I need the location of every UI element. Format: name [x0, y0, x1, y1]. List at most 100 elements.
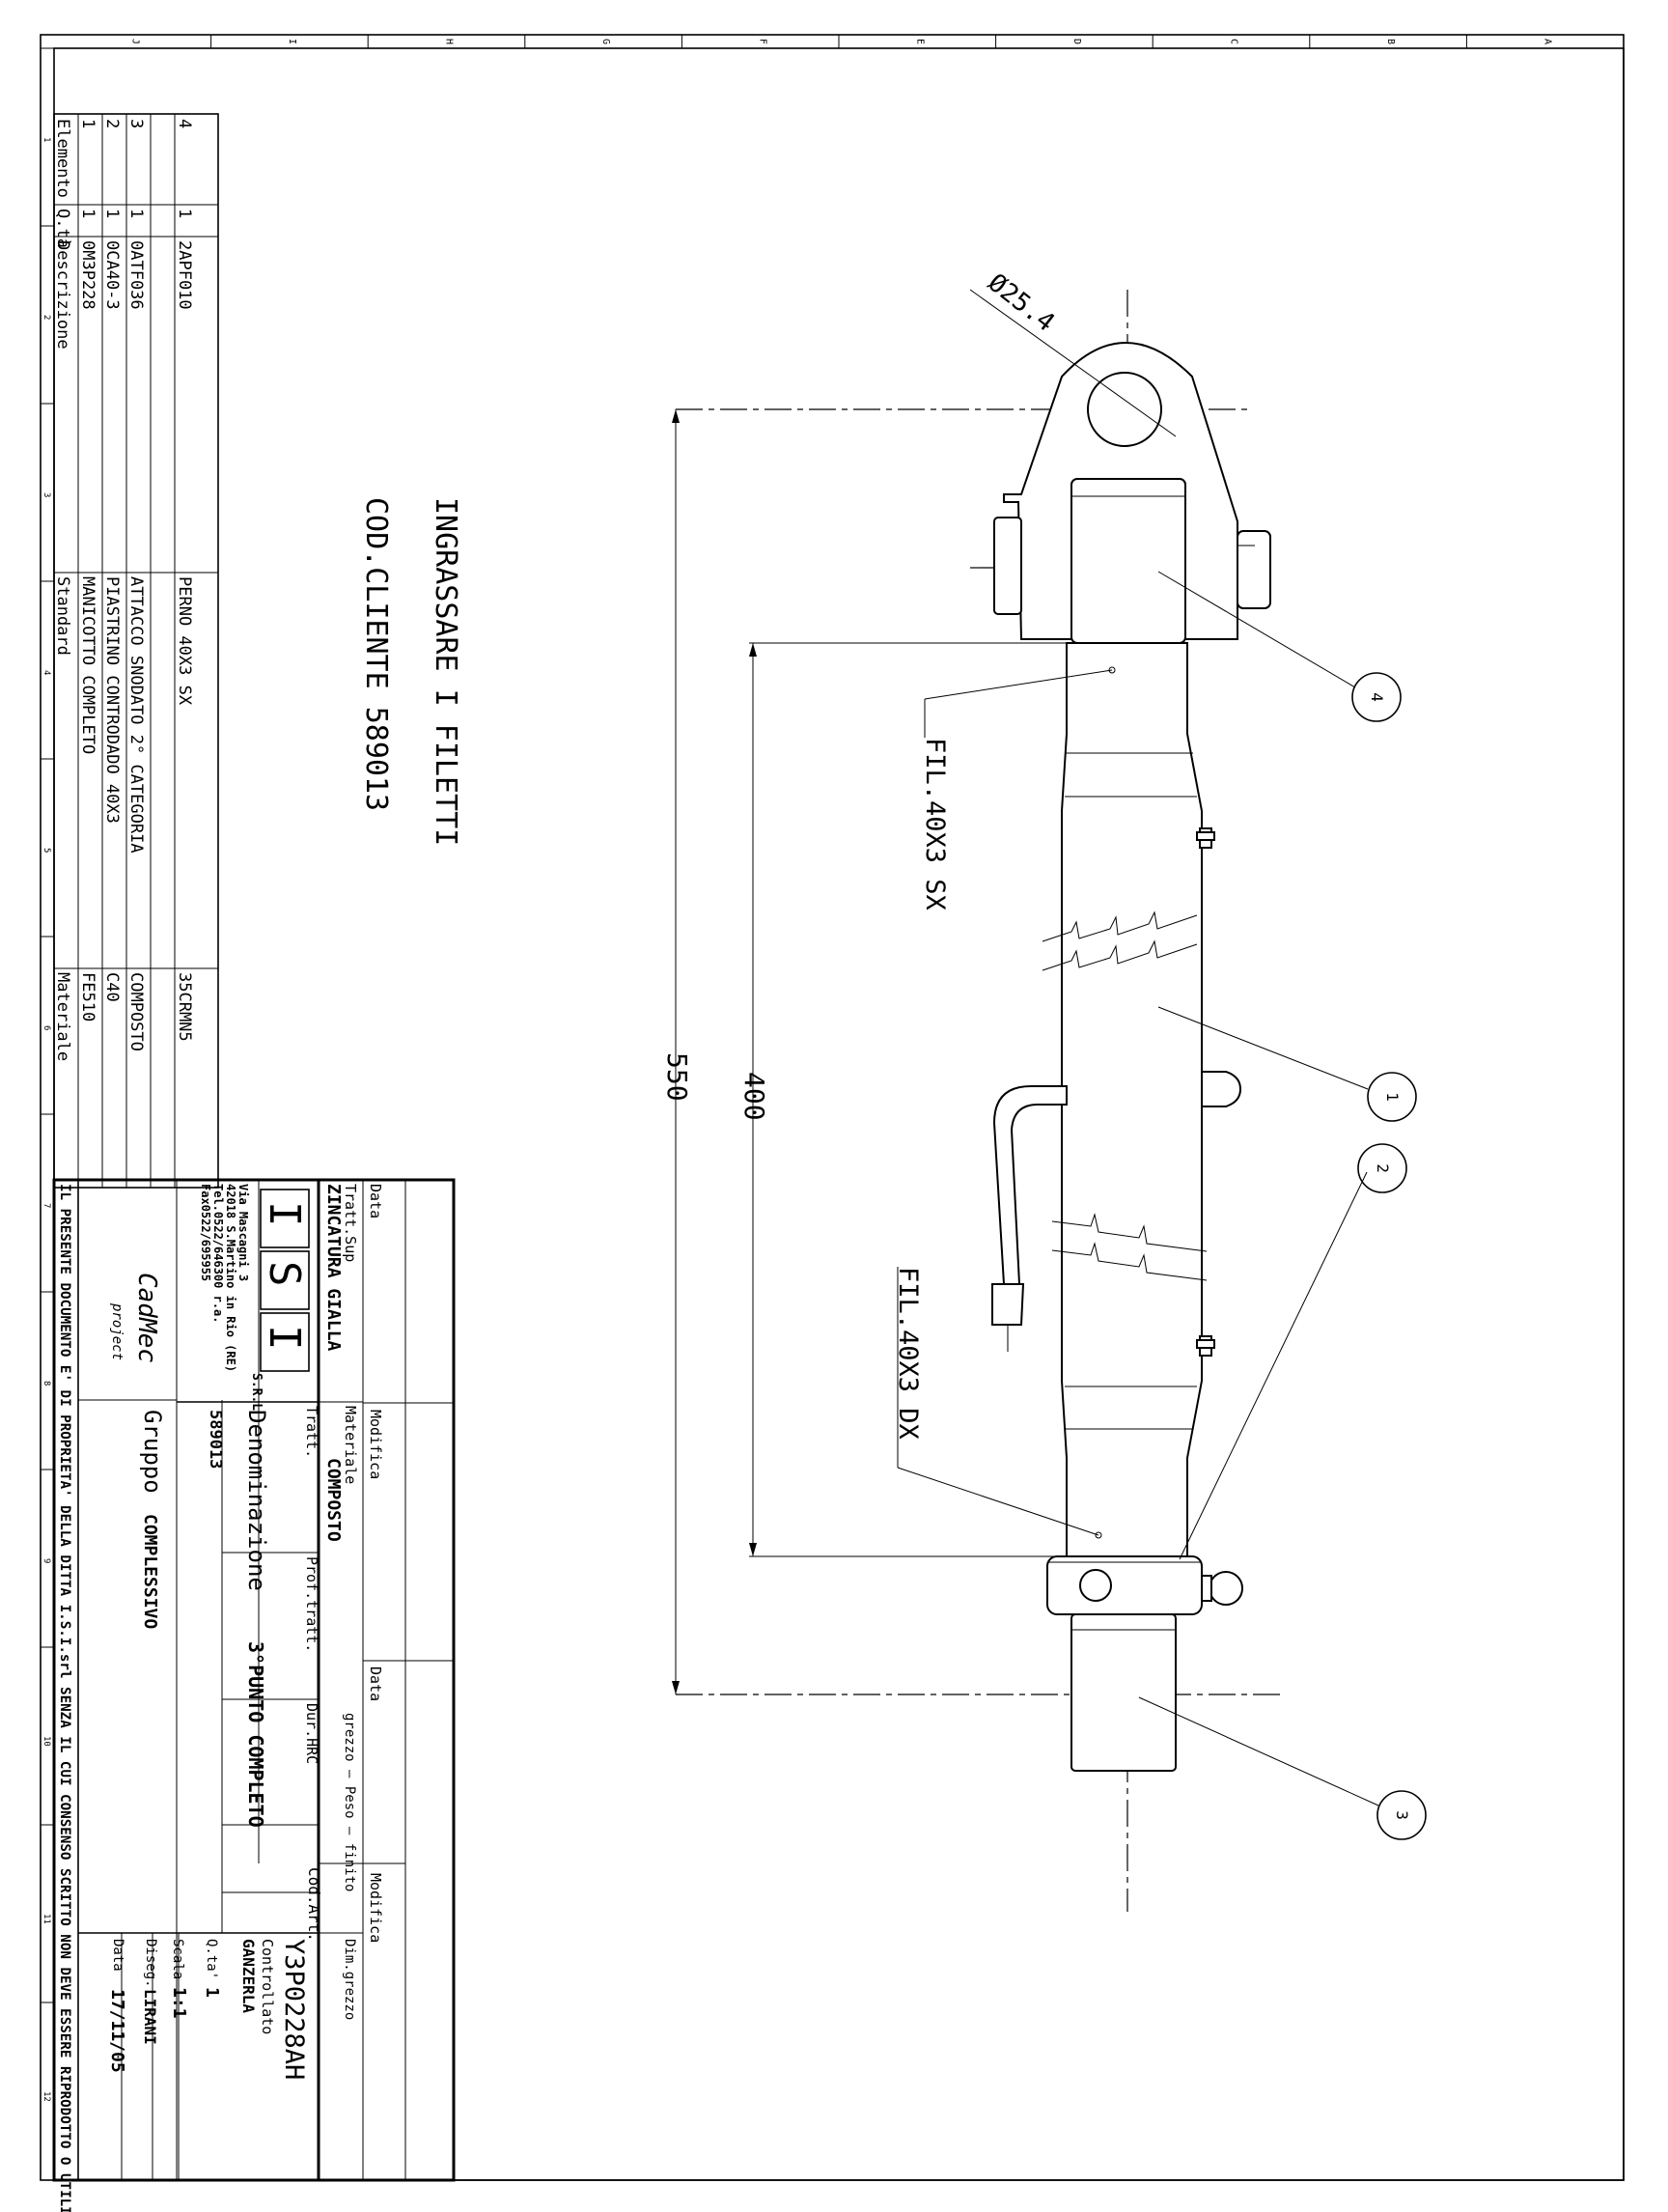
grid-row-number: 1: [42, 137, 51, 142]
isi-logo-letter: S: [260, 1261, 309, 1287]
bom-row-materiale: COMPOSTO: [126, 972, 146, 1051]
bom-row-qta: 1: [126, 209, 146, 218]
bom-row-codice: 2APF010: [175, 240, 194, 310]
bom-row-elemento: 1: [78, 119, 97, 128]
grid-column-letter: I: [287, 39, 297, 44]
bom-row-qta: 1: [78, 209, 97, 218]
bom-row-materiale: 35CRMN5: [175, 972, 194, 1042]
tb-tratt-sup-label: Tratt.Sup: [342, 1184, 359, 1262]
tb-cliente-code: 589013: [206, 1410, 225, 1469]
address-line: Fax0522/695955: [199, 1184, 212, 1281]
cadmec-logo: CadMec project: [109, 1273, 161, 1363]
tb-materiale-label: Materiale: [342, 1406, 359, 1484]
tb-controllato-label: Controllato: [259, 1939, 276, 2034]
tb-materiale-value: COMPOSTO: [323, 1458, 344, 1542]
bom-row-elemento: 3: [126, 119, 146, 128]
note-grease-threads: INGRASSARE I FILETTI: [429, 497, 462, 846]
balloon: [1376, 1790, 1427, 1840]
locknut: [1046, 1555, 1203, 1615]
tb-cod-art-label: Cod.Art.: [305, 1867, 323, 1942]
grid-column-letter: J: [129, 39, 140, 44]
bom-row-elemento: 2: [102, 119, 122, 128]
grid-column-letter: A: [1543, 39, 1553, 44]
isi-logo-suffix: S.R.L: [249, 1373, 264, 1411]
tb-data-value: 17/11/05: [107, 1989, 127, 2073]
grid-column-letter: H: [444, 39, 455, 44]
grid-column-letter: C: [1229, 39, 1239, 44]
bom-row-codice: 0CA40-3: [102, 240, 122, 310]
tb-denominazione-label: Denominazione: [243, 1410, 270, 1591]
bom-header-standard: Standard: [53, 576, 72, 656]
title-block: [52, 1178, 456, 2182]
tb-qta-value: 1: [202, 1987, 222, 1998]
bom-row-materiale: FE510: [78, 972, 97, 1022]
bom-row-elemento: 4: [175, 119, 194, 128]
tb-diseg-label: Diseg.: [143, 1939, 158, 1988]
grid-row-number: 11: [42, 1914, 51, 1924]
balloon-label: 1: [1383, 1092, 1402, 1102]
tb-denominazione-value: 3°PUNTO COMPLETO: [244, 1641, 267, 1828]
cadmec-logo-text: CadMec: [132, 1273, 161, 1363]
tb-modifica-label: Modifica: [367, 1410, 384, 1479]
bom-row-qta: 1: [102, 209, 122, 218]
isi-logo: I S I S.R.L: [249, 1189, 310, 1411]
tb-data-label: Data: [367, 1184, 384, 1218]
bom-header-descrizione: Descrizione: [53, 240, 72, 350]
grid-row-number: 3: [42, 492, 51, 497]
bom-row-materiale: C40: [102, 972, 122, 1002]
balloon: [1367, 1072, 1417, 1122]
tb-tratt-sup-value: ZINCATURA GIALLA: [323, 1184, 344, 1352]
tb-cod-art-value: Y3P0228AH: [279, 1939, 309, 2080]
cadmec-logo-sub: project: [109, 1302, 125, 1360]
tb-prof-tratt-label: Prof.tratt.: [303, 1556, 320, 1652]
grid-row-number: 5: [42, 848, 51, 853]
grid-row-number: 9: [42, 1558, 51, 1563]
balloon-label: 3: [1393, 1810, 1411, 1820]
clevis-insert: [1070, 478, 1186, 644]
rod-end: [1070, 1613, 1177, 1772]
grid-row-number: 4: [42, 670, 51, 675]
tb-qta-label: Q.ta': [204, 1939, 219, 1979]
sheet-frame: [40, 34, 1625, 2181]
tb-scala-label: Scala: [170, 1939, 185, 1979]
tb-modifica2-label: Modifica: [367, 1873, 384, 1943]
locknut-knob: [1209, 1571, 1243, 1606]
grease-nipple: [1196, 831, 1215, 841]
grid-column-letter: E: [914, 39, 925, 44]
pin-nut: [1237, 530, 1271, 609]
sleeve-tube: [1061, 642, 1203, 1557]
grid-column-letter: D: [1071, 39, 1082, 44]
bom-row-descrizione: PERNO 40X3 SX: [175, 576, 194, 706]
grid-row-number: 10: [42, 1736, 51, 1747]
grid-row-number: 8: [42, 1381, 51, 1386]
bom-row-descrizione: PIASTRINO CONTRODADO 40X3: [102, 576, 122, 824]
company-address: Via Mascagni 3 42018 S.Martino in Rio (R…: [199, 1184, 250, 1372]
tb-tratt-label: Tratt.: [303, 1406, 320, 1458]
tb-dim-grezzo-label: Dim.grezzo: [342, 1939, 357, 2020]
balloon-label: 4: [1368, 692, 1386, 702]
tb-controllato-value: GANZERLA: [239, 1939, 258, 2013]
grid-column-letter: B: [1385, 39, 1396, 44]
tb-gruppo-label: Gruppo: [139, 1410, 166, 1494]
grid-column-letter: F: [758, 39, 768, 44]
bom-row-qta: 1: [175, 209, 194, 218]
tb-data2-label: Data: [367, 1666, 384, 1701]
pin-hole: [1087, 372, 1162, 447]
tb-gruppo-value: COMPLESSIVO: [140, 1514, 160, 1629]
bom-table: Elemento Q.tà Descrizione Standard Mater…: [53, 113, 219, 1189]
tb-data3-label: Data: [110, 1939, 125, 1972]
grease-nipple: [1196, 1339, 1215, 1349]
grid-column-letter: G: [600, 39, 611, 44]
tb-scala-value: 1:1: [169, 1987, 189, 2019]
note-client-code: COD.CLIENTE 589013: [359, 497, 393, 811]
bom-row-descrizione: MANICOTTO COMPLETO: [78, 576, 97, 754]
address-line: Via Mascagni 3: [236, 1184, 250, 1281]
handle-wing: [1201, 1071, 1242, 1107]
grid-row-number: 6: [42, 1025, 51, 1030]
dim-thread-length: 400: [738, 1072, 770, 1121]
tb-dur-hrc-label: Dur.HRC: [303, 1703, 320, 1764]
tb-diseg-value: LIRANI: [141, 1989, 159, 2045]
